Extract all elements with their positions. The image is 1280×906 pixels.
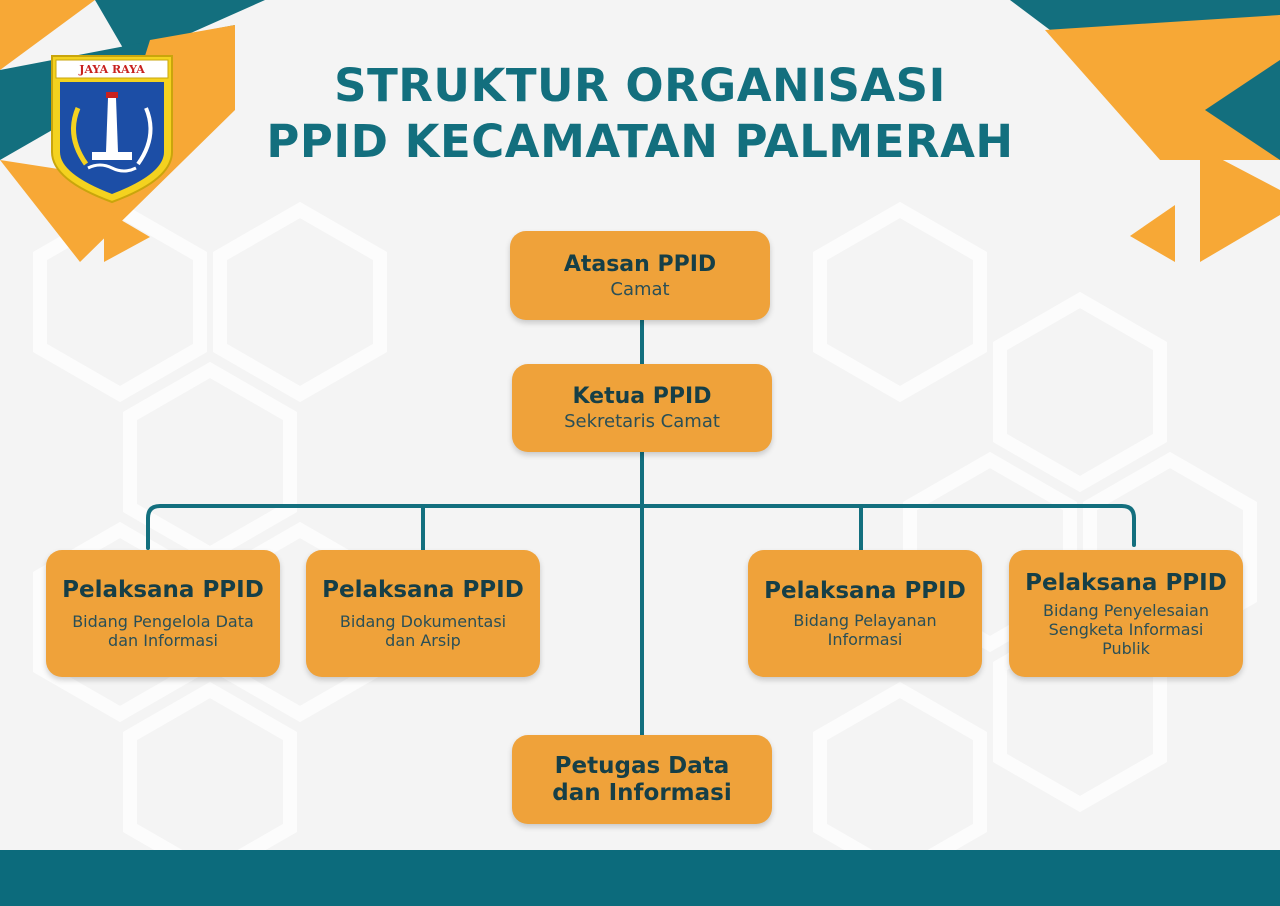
node-subtitle-line-1: Bidang Penyelesaian: [1043, 600, 1209, 620]
node-pelaksana-pengelola-data: Pelaksana PPID Bidang Pengelola Data dan…: [46, 550, 280, 677]
title-line-1: STRUKTUR ORGANISASI: [334, 59, 946, 112]
node-atasan-ppid: Atasan PPID Camat: [510, 231, 770, 320]
node-petugas-data: Petugas Data dan Informasi: [512, 735, 772, 824]
node-title-line-2: dan Informasi: [552, 779, 732, 806]
node-pelaksana-dokumentasi: Pelaksana PPID Bidang Dokumentasi dan Ar…: [306, 550, 540, 677]
node-pelaksana-sengketa: Pelaksana PPID Bidang Penyelesaian Sengk…: [1009, 550, 1243, 677]
title-line-2: PPID KECAMATAN PALMERAH: [266, 115, 1014, 168]
node-ketua-ppid: Ketua PPID Sekretaris Camat: [512, 364, 772, 452]
node-subtitle-line-1: Bidang Pelayanan: [793, 611, 937, 630]
node-subtitle-line-2: dan Informasi: [108, 631, 218, 650]
footer-bar: [0, 850, 1280, 906]
node-title: Pelaksana PPID: [764, 578, 966, 604]
page-title: STRUKTUR ORGANISASI PPID KECAMATAN PALME…: [240, 58, 1040, 170]
node-subtitle: Sekretaris Camat: [564, 411, 720, 432]
node-title: Atasan PPID: [563, 251, 717, 277]
node-title-line-1: Petugas Data: [554, 752, 730, 779]
node-title: Pelaksana PPID: [322, 577, 524, 603]
node-title: Pelaksana PPID: [62, 577, 264, 603]
jakarta-emblem-icon: JAYA RAYA: [51, 55, 173, 204]
node-subtitle: Camat: [610, 278, 670, 300]
node-title: Ketua PPID: [572, 384, 712, 409]
logo-text: JAYA RAYA: [78, 63, 145, 76]
node-subtitle-line-2: Informasi: [827, 630, 903, 649]
node-subtitle-line-2: dan Arsip: [385, 631, 461, 650]
node-subtitle-line-3: Publik: [1102, 638, 1150, 658]
node-subtitle-line-1: Bidang Dokumentasi: [339, 612, 507, 631]
node-pelaksana-pelayanan: Pelaksana PPID Bidang Pelayanan Informas…: [748, 550, 982, 677]
node-subtitle-line-1: Bidang Pengelola Data: [72, 612, 254, 631]
node-subtitle-line-2: Sengketa Informasi: [1048, 619, 1204, 639]
node-title: Pelaksana PPID: [1025, 569, 1227, 596]
